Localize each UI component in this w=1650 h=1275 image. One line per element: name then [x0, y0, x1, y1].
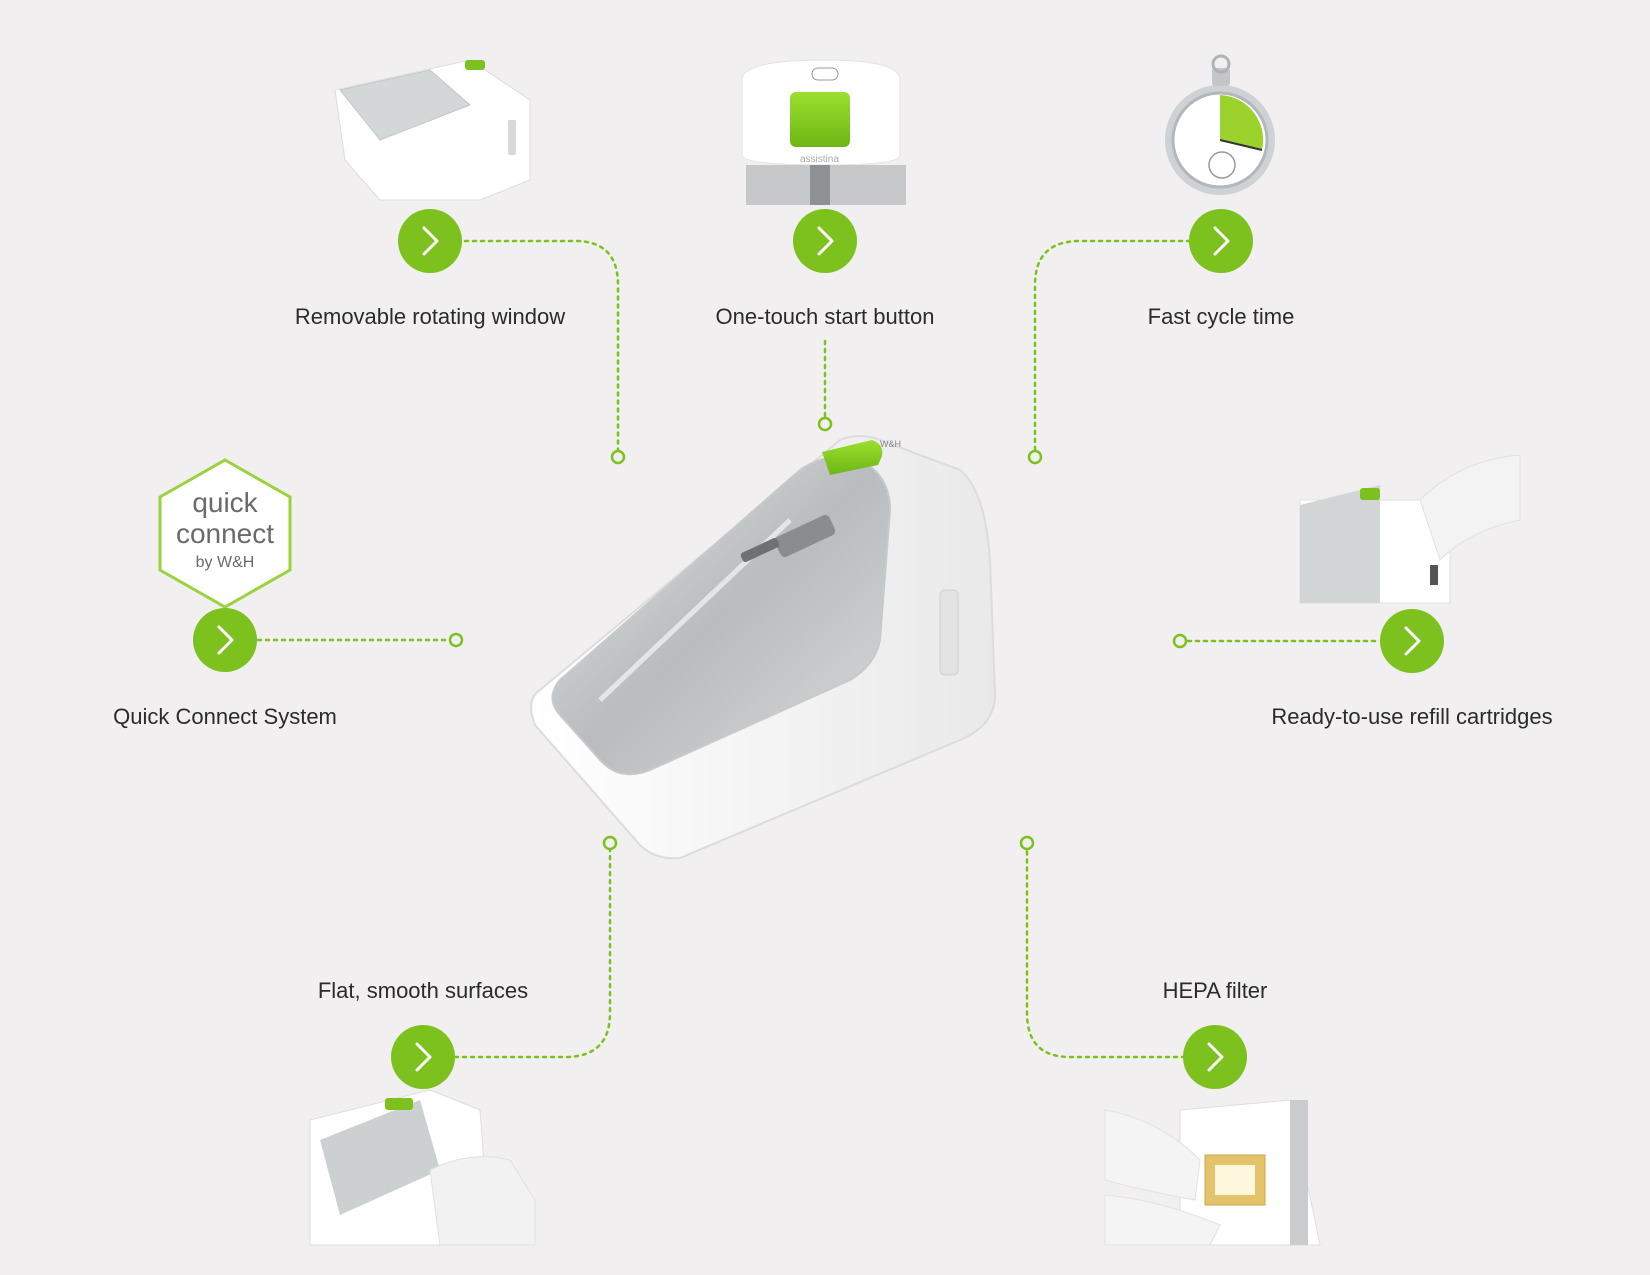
- badge-line-2: connect: [176, 518, 274, 549]
- one-touch-start-label[interactable]: One-touch start button: [715, 304, 935, 329]
- thumb-hepa-filter: [1104, 1099, 1321, 1246]
- connector-removable-window: [463, 239, 620, 452]
- thumb-one-touch-start: assistina: [741, 59, 906, 205]
- quick-connect-label[interactable]: Quick Connect System: [113, 704, 337, 729]
- device-name-label: assistina: [800, 154, 839, 165]
- device-brand-label: W&H: [880, 439, 901, 449]
- connector-flat-surfaces: [453, 848, 612, 1059]
- hepa-filter-button[interactable]: [1183, 1025, 1247, 1089]
- chevron-right-icon: [217, 625, 234, 655]
- thumb-removable-window: [334, 59, 531, 201]
- thumb-flat-surfaces: [309, 1089, 536, 1246]
- chevron-right-icon: [1213, 226, 1230, 256]
- quick-connect-badge: quick connect by W&H: [158, 458, 292, 609]
- endpoint-dot: [448, 632, 464, 648]
- hepa-filter-label[interactable]: HEPA filter: [1162, 978, 1268, 1003]
- fast-cycle-button[interactable]: [1189, 209, 1253, 273]
- device-start-button: [822, 440, 883, 475]
- thumb-fast-cycle-stopwatch: [1165, 54, 1275, 195]
- chevron-right-icon: [1404, 626, 1421, 656]
- quick-connect-button[interactable]: [193, 608, 257, 672]
- chevron-right-icon: [817, 226, 834, 256]
- refill-cartridges-label[interactable]: Ready-to-use refill cartridges: [1271, 704, 1553, 729]
- badge-line-3: by W&H: [196, 554, 255, 571]
- endpoint-dot: [610, 449, 626, 465]
- flat-surfaces-button[interactable]: [391, 1025, 455, 1089]
- feature-buttons: [193, 209, 1444, 1089]
- endpoint-dot: [1019, 835, 1035, 851]
- chevron-right-icon: [422, 226, 439, 256]
- fast-cycle-label[interactable]: Fast cycle time: [1147, 304, 1295, 329]
- chevron-right-icon: [415, 1042, 432, 1072]
- badge-line-1: quick: [192, 487, 258, 518]
- connector-hepa-filter: [1025, 848, 1187, 1059]
- central-device-image: W&H: [530, 435, 997, 860]
- one-touch-start-button[interactable]: [793, 209, 857, 273]
- endpoint-dot: [817, 416, 833, 432]
- flat-surfaces-label[interactable]: Flat, smooth surfaces: [317, 978, 529, 1003]
- endpoint-dot: [602, 835, 618, 851]
- refill-cartridges-button[interactable]: [1380, 609, 1444, 673]
- connectors: [256, 239, 1382, 1059]
- endpoint-dot: [1172, 633, 1188, 649]
- endpoint-dot: [1027, 449, 1043, 465]
- thumb-refill-cartridges: [1299, 454, 1521, 604]
- removable-window-label[interactable]: Removable rotating window: [294, 304, 566, 329]
- connector-fast-cycle: [1033, 239, 1192, 452]
- connector-endpoints: [448, 416, 1188, 851]
- removable-window-button[interactable]: [398, 209, 462, 273]
- chevron-right-icon: [1207, 1042, 1224, 1072]
